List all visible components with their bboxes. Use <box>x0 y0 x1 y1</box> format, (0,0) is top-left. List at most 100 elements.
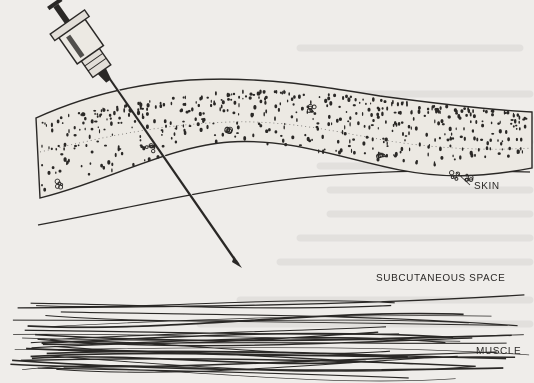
skin-dot <box>465 114 468 117</box>
skin-dot <box>522 150 523 154</box>
skin-dot <box>456 127 457 130</box>
skin-dot <box>344 125 345 129</box>
skin-dot <box>280 135 283 137</box>
skin-dot <box>161 134 163 136</box>
skin-dot <box>497 122 500 125</box>
skin-dot <box>51 123 53 128</box>
skin-dot <box>470 112 472 116</box>
skin-dot <box>231 93 232 95</box>
skin-dot <box>491 110 494 112</box>
skin-dot <box>481 124 484 128</box>
skin-dot <box>515 125 517 127</box>
skin-dot <box>460 109 463 113</box>
skin-dot <box>470 120 472 123</box>
skin-dot <box>318 149 319 153</box>
skin-dot <box>298 95 301 99</box>
skin-dot <box>212 123 214 125</box>
skin-dot <box>311 139 313 141</box>
skin-dot <box>448 115 451 118</box>
skin-dot <box>491 122 493 125</box>
skin-dot <box>459 155 461 159</box>
skin-dot <box>149 100 150 103</box>
needle-bevel-tip <box>232 256 242 268</box>
skin-dot <box>263 112 264 116</box>
skin-dot <box>457 114 460 118</box>
skin-dot <box>347 120 349 122</box>
skin-dot <box>447 139 450 141</box>
skin-dot <box>449 127 452 132</box>
skin-dot <box>99 114 101 118</box>
skin-dot <box>120 122 122 124</box>
skin-dot <box>349 122 350 126</box>
skin-dot <box>349 116 351 120</box>
skin-dot <box>327 122 330 126</box>
skin-dot <box>283 125 284 129</box>
skin-dot <box>47 171 50 175</box>
skin-dot <box>97 115 99 118</box>
skin-dot <box>284 143 287 146</box>
skin-dot <box>486 146 488 150</box>
skin-dot <box>234 101 237 105</box>
skin-dot <box>182 121 185 123</box>
skin-dot <box>274 116 276 121</box>
skin-dot <box>112 134 113 136</box>
skin-dot <box>524 125 527 129</box>
skin-dot <box>99 129 100 133</box>
skin-dot <box>189 125 192 127</box>
skin-dot <box>405 135 408 137</box>
skin-dot <box>491 113 494 116</box>
skin-dot <box>89 135 91 139</box>
skin-dot <box>82 112 84 116</box>
skin-dot <box>401 147 404 151</box>
skin-dot <box>186 111 189 114</box>
skin-dot <box>321 135 323 139</box>
skin-dot <box>382 138 384 140</box>
skin-label: SKIN <box>474 181 500 192</box>
skin-dot <box>504 110 505 114</box>
skin-dot <box>394 112 397 114</box>
skin-dot <box>296 118 297 122</box>
skin-dot <box>180 109 183 112</box>
skin-dot <box>85 128 86 131</box>
skin-dot <box>434 119 435 123</box>
syringe <box>36 0 125 93</box>
skin-dot <box>201 118 204 120</box>
skin-dot <box>392 100 394 104</box>
skin-dot <box>393 124 395 127</box>
skin-dot <box>79 129 81 131</box>
skin-dot <box>455 112 458 114</box>
skin-dot <box>91 128 94 131</box>
skin-dot <box>253 113 254 117</box>
skin-dot <box>386 107 388 111</box>
skin-dot <box>385 138 388 142</box>
skin-dot <box>66 133 68 137</box>
skin-dot <box>140 139 142 141</box>
skin-dot <box>296 111 298 113</box>
skin-dot <box>377 116 380 119</box>
skin-dot <box>394 155 397 157</box>
skin-dot <box>68 114 69 118</box>
skin-dot <box>500 142 502 146</box>
skin-dot <box>276 90 278 94</box>
skin-dot <box>63 147 65 150</box>
skin-dot <box>324 149 326 151</box>
skin-dot <box>462 147 464 150</box>
skin-dot <box>368 108 371 112</box>
skin-dot <box>107 160 110 164</box>
skin-dot <box>155 105 157 109</box>
skin-dot <box>98 126 99 128</box>
skin-dot <box>301 109 303 111</box>
skin-dot <box>372 147 374 150</box>
skin-dot <box>362 141 365 145</box>
skin-dot <box>48 146 49 149</box>
skin-dot <box>101 109 102 112</box>
skin-dot <box>304 134 306 136</box>
skin-dot <box>380 99 383 102</box>
skin-dot <box>324 99 327 103</box>
skin-dot <box>378 108 381 112</box>
skin-dot <box>383 141 385 144</box>
skin-dot <box>507 111 510 114</box>
skin-dot <box>438 121 440 123</box>
skin-dot <box>364 152 366 154</box>
